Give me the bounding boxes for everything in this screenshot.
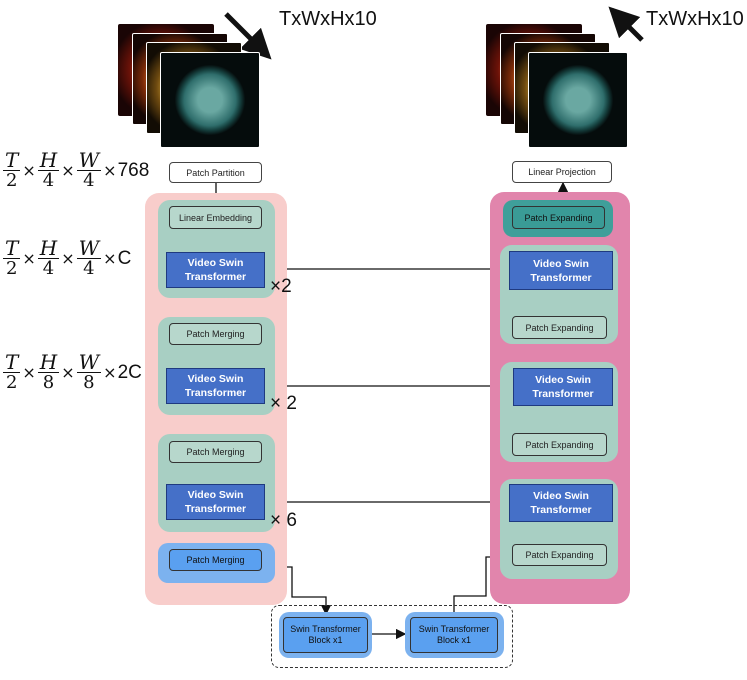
repeat-label-3: × 6 xyxy=(270,510,297,531)
swin-transformer-block-1: Swin Transformer Block x1 xyxy=(283,617,368,653)
patch-partition-box: Patch Partition xyxy=(169,162,262,183)
input-big-arrow xyxy=(224,12,272,60)
output-frame-teal xyxy=(528,52,628,148)
output-big-arrow xyxy=(608,6,644,42)
video-swin-transformer-block-2: Video Swin Transformer xyxy=(166,368,265,404)
input-frame-teal xyxy=(160,52,260,148)
repeat-label-1: ×2 xyxy=(270,276,292,297)
patch-expanding-box-2: Patch Expanding xyxy=(512,433,607,456)
patch-expanding-box-1: Patch Expanding xyxy=(512,316,607,339)
decoder-video-swin-transformer-1: Video Swin Transformer xyxy=(509,251,613,290)
bottleneck-container xyxy=(271,605,513,668)
decoder-video-swin-transformer-3: Video Swin Transformer xyxy=(509,484,613,522)
repeat-label-2: × 2 xyxy=(270,393,297,414)
swin-transformer-block-2: Swin Transformer Block x1 xyxy=(410,617,498,653)
video-swin-transformer-block-1: Video Swin Transformer xyxy=(166,252,265,288)
patch-merging-box-1: Patch Merging xyxy=(169,323,262,345)
patch-merging-box-2: Patch Merging xyxy=(169,441,262,463)
output-shape-label: TxWxHx10 xyxy=(646,8,744,30)
linear-projection-box: Linear Projection xyxy=(512,161,612,183)
video-swin-transformer-block-3: Video Swin Transformer xyxy=(166,484,265,520)
patch-expanding-box-top: Patch Expanding xyxy=(512,206,605,229)
input-shape-label: TxWxHx10 xyxy=(279,8,377,30)
decoder-video-swin-transformer-2: Video Swin Transformer xyxy=(513,368,613,406)
output-frames-stack xyxy=(486,24,636,154)
patch-expanding-box-3: Patch Expanding xyxy=(512,544,607,566)
input-frames-stack xyxy=(118,24,268,154)
linear-embedding-box: Linear Embedding xyxy=(169,206,262,229)
patch-merging-box-final: Patch Merging xyxy=(169,549,262,571)
